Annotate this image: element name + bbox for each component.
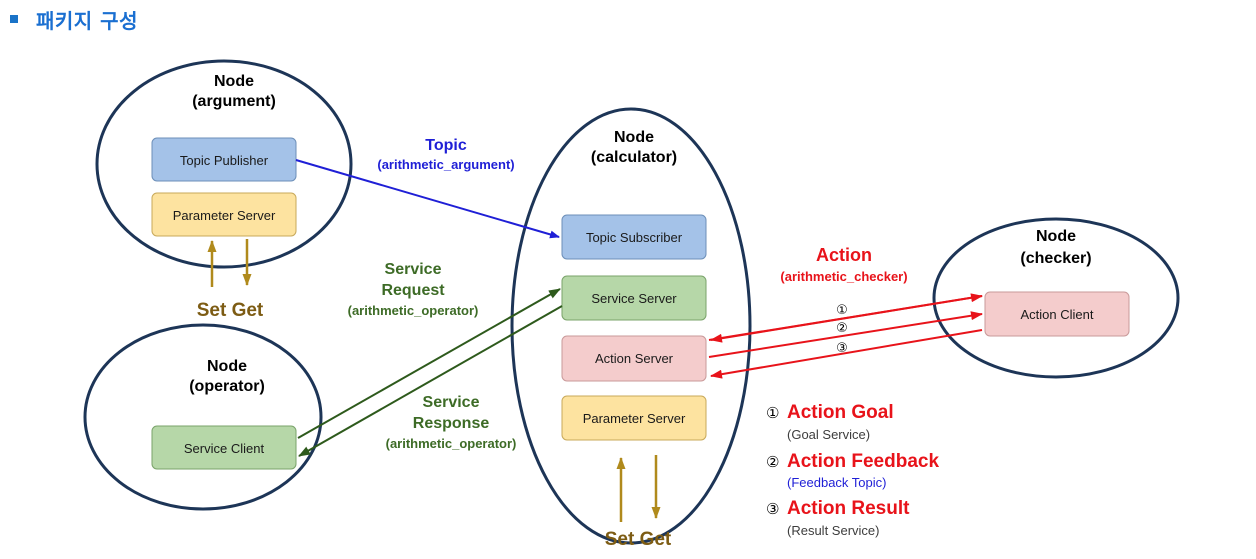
action-goal-back [710, 295, 983, 343]
service-request-arrow [297, 288, 561, 439]
service-client-box [151, 425, 297, 470]
action-name: (arithmetic_checker) [780, 269, 907, 284]
legend: ① Action Goal (Goal Service) ② Action Fe… [766, 402, 939, 538]
legend-title-1: Action Goal [787, 402, 894, 423]
action-label: Action [816, 245, 872, 265]
legend-num-1: ① [766, 405, 779, 422]
service-response-arrow [298, 305, 563, 457]
legend-title-3: Action Result [787, 498, 910, 519]
node-checker-subtitle: (checker) [1020, 250, 1091, 267]
service-server-box [561, 275, 707, 321]
action-arrow-num-3: ③ [836, 340, 848, 355]
calculator-setget-label: Set Get [605, 529, 672, 550]
node-argument-title: Node [214, 73, 254, 90]
action-feedback-arrow [708, 311, 983, 358]
service-response-name: (arithmetic_operator) [386, 436, 517, 451]
service-response-line2: Response [413, 415, 490, 432]
service-server-label: Service Server [591, 291, 677, 306]
action-server-label: Action Server [595, 351, 674, 366]
legend-sub-1: (Goal Service) [787, 427, 870, 442]
action-result-arrow [710, 329, 983, 379]
argument-setget-label: Set Get [197, 300, 264, 321]
action-arrow-num-1: ① [836, 302, 848, 317]
node-calculator-subtitle: (calculator) [591, 149, 677, 166]
node-operator-subtitle: (operator) [189, 378, 265, 395]
legend-title-2: Action Feedback [787, 451, 939, 472]
legend-sub-3: (Result Service) [787, 523, 879, 538]
action-client-label: Action Client [1021, 307, 1094, 322]
node-operator-ellipse [83, 323, 323, 511]
argument-parameter-server-label: Parameter Server [173, 208, 276, 223]
action-client-box [984, 291, 1130, 337]
node-calculator-ellipse [510, 107, 752, 545]
node-argument-subtitle: (argument) [192, 93, 276, 110]
topic-subscriber-label: Topic Subscriber [586, 230, 683, 245]
node-checker-title: Node [1036, 228, 1076, 245]
service-request-line1: Service [385, 261, 442, 278]
legend-num-2: ② [766, 454, 779, 471]
topic-publisher-label: Topic Publisher [180, 153, 269, 168]
topic-publisher-box [151, 137, 297, 182]
node-calculator-title: Node [614, 129, 654, 146]
service-response-line1: Service [423, 394, 480, 411]
service-request-name: (arithmetic_operator) [348, 303, 479, 318]
service-request-line2: Request [381, 282, 445, 299]
section-header: 패키지 구성 [10, 4, 138, 34]
topic-label: Topic [425, 137, 467, 154]
legend-num-3: ③ [766, 501, 779, 518]
calculator-parameter-server-label: Parameter Server [583, 411, 686, 426]
topic-name: (arithmetic_argument) [377, 157, 514, 172]
legend-sub-2: (Feedback Topic) [787, 475, 886, 490]
bullet-icon [10, 15, 18, 23]
topic-arrow [295, 159, 560, 239]
argument-parameter-server-box [151, 192, 297, 237]
service-client-label: Service Client [184, 441, 265, 456]
action-arrow-num-2: ② [836, 320, 848, 335]
section-title: 패키지 구성 [36, 8, 138, 33]
action-server-box [561, 335, 707, 382]
topic-subscriber-box [561, 214, 707, 260]
calculator-parameter-server-box [561, 395, 707, 441]
node-operator-title: Node [207, 358, 247, 375]
